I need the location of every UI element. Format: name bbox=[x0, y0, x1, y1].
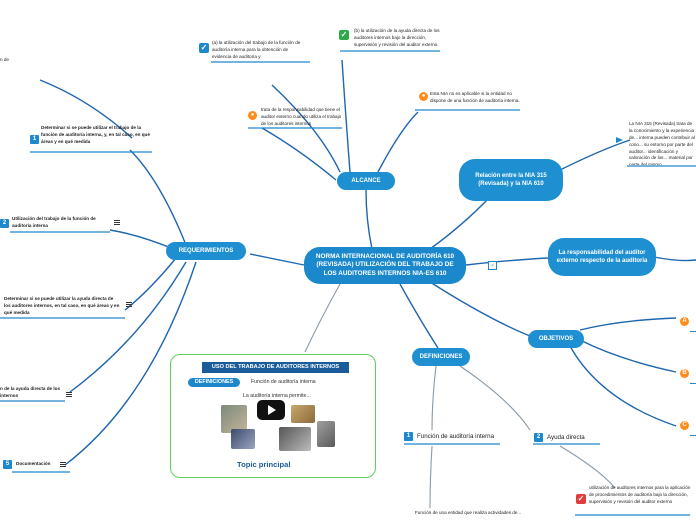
req-4-text: n de la ayuda directa de los internos bbox=[0, 386, 60, 398]
video-card-pill: DEFINICIONES bbox=[188, 378, 240, 387]
video-card-topic: Topic principal bbox=[237, 460, 291, 469]
check-icon: ✓ bbox=[339, 30, 349, 40]
alcance-note-c: Esta NIA no es aplicable si la entidad n… bbox=[430, 91, 520, 103]
branch-definiciones[interactable]: DEFINICIONES bbox=[412, 348, 470, 366]
link-responsabilidad bbox=[465, 257, 549, 266]
branch-alcance[interactable]: ALCANCE bbox=[337, 172, 395, 190]
video-card[interactable]: USO DEL TRABAJO DE AUDITORES INTERNOS DE… bbox=[170, 354, 376, 478]
objetivo-a-underline bbox=[690, 331, 696, 332]
relacion-note: La NIA 315 (Revisada) trata de la conoci… bbox=[629, 121, 695, 165]
branch-objetivos-label: OBJETIVOS bbox=[538, 335, 574, 342]
def-1-number: 1 bbox=[404, 432, 413, 441]
alcance-note-b: (b) la utilización de la ayuda directa d… bbox=[354, 28, 440, 47]
branch-responsabilidad-label: La responsabilidad del auditor externo r… bbox=[556, 249, 648, 264]
bulb-icon: ● bbox=[248, 111, 257, 120]
notes-icon[interactable] bbox=[114, 220, 120, 225]
req-2-number: 2 bbox=[0, 219, 9, 228]
thumbnail-image bbox=[291, 405, 315, 423]
link-alcance-d bbox=[261, 127, 337, 181]
link-req-4 bbox=[69, 261, 187, 393]
def-1-detail: Función de una entidad que realiza activ… bbox=[415, 510, 522, 515]
link-def-1 bbox=[431, 365, 437, 431]
link-requerimientos bbox=[249, 253, 305, 266]
thumbnail-image bbox=[221, 405, 247, 433]
video-card-line1: Función de auditoría interna bbox=[251, 379, 316, 385]
branch-responsabilidad[interactable]: La responsabilidad del auditor externo r… bbox=[548, 238, 656, 276]
branch-definiciones-label: DEFINICIONES bbox=[419, 353, 463, 360]
def-2-label: Ayuda directa bbox=[547, 434, 585, 441]
link-def-2 bbox=[459, 365, 531, 431]
branch-alcance-label: ALCANCE bbox=[351, 177, 381, 184]
alcance-note-a: (a) la utilización del trabajo de la fun… bbox=[212, 40, 301, 59]
link-objetivos bbox=[429, 281, 531, 337]
req-1-text: Determinar si se puede utilizar el traba… bbox=[41, 125, 150, 144]
objetivo-a-icon: A bbox=[680, 317, 689, 326]
branch-relacion-label: Relación entre la NIA 315 (Revisada) y l… bbox=[475, 172, 547, 187]
objetivo-b-underline bbox=[690, 383, 696, 384]
link-alcance-a bbox=[271, 84, 341, 173]
link-resp-right bbox=[653, 256, 696, 262]
link-def-1-detail bbox=[429, 445, 433, 509]
notes-icon[interactable] bbox=[126, 302, 132, 307]
branch-requerimientos-label: REQUERIMIENTOS bbox=[178, 247, 234, 254]
link-req-3 bbox=[124, 257, 177, 311]
flag-icon bbox=[616, 137, 623, 143]
check-icon: ✓ bbox=[199, 43, 209, 53]
link-req-1 bbox=[129, 149, 187, 246]
link-obj-a bbox=[579, 317, 677, 331]
req-5-text: Documentación bbox=[16, 461, 51, 466]
objetivo-b-icon: B bbox=[680, 369, 689, 378]
central-collapse-icon[interactable]: - bbox=[488, 261, 497, 270]
def-2-number: 2 bbox=[534, 433, 543, 442]
link-alcance-b bbox=[341, 59, 351, 173]
def-1-label: Función de auditoría interna bbox=[417, 433, 495, 440]
notes-icon[interactable] bbox=[60, 462, 66, 467]
central-topic[interactable]: NORMA INTERNACIONAL DE AUDITORÍA 610 (RE… bbox=[304, 247, 466, 284]
branch-requerimientos[interactable]: REQUERIMIENTOS bbox=[166, 242, 246, 260]
video-card-header: USO DEL TRABAJO DE AUDITORES INTERNOS bbox=[202, 362, 349, 373]
link-def-2-detail bbox=[559, 445, 616, 489]
link-obj-b bbox=[579, 339, 677, 373]
link-relacion-note bbox=[555, 139, 631, 173]
branch-objetivos[interactable]: OBJETIVOS bbox=[528, 330, 584, 348]
central-topic-label: NORMA INTERNACIONAL DE AUDITORÍA 610 (RE… bbox=[315, 252, 455, 277]
def-2-detail: utilización de auditores internos para l… bbox=[589, 485, 691, 504]
check-icon: ✓ bbox=[576, 494, 586, 504]
play-icon[interactable] bbox=[257, 400, 285, 420]
branch-relacion[interactable]: Relación entre la NIA 315 (Revisada) y l… bbox=[459, 159, 563, 201]
link-obj-c bbox=[569, 345, 677, 427]
objetivo-c-icon: C bbox=[680, 421, 689, 430]
bulb-icon: ● bbox=[419, 92, 428, 101]
req-1-number: 1 bbox=[30, 135, 39, 144]
link-req-1b bbox=[39, 79, 133, 139]
objetivo-c-underline bbox=[690, 435, 696, 436]
thumbnail-image bbox=[279, 427, 311, 451]
notes-icon[interactable] bbox=[66, 392, 72, 397]
link-alcance bbox=[365, 189, 373, 250]
req-5-number: 5 bbox=[3, 460, 12, 469]
thumbnail-image bbox=[231, 429, 255, 449]
req-2-text: Utilización del trabajo de la función de… bbox=[12, 216, 96, 228]
video-card-line2: La auditoría interna permite... bbox=[243, 393, 311, 399]
link-definiciones bbox=[399, 283, 439, 349]
req-3-text: Determinar si se puede utilizar la ayuda… bbox=[4, 296, 120, 315]
alcance-note-d: trata de la responsabilidad que tiene el… bbox=[261, 107, 342, 126]
link-central-card bbox=[304, 283, 341, 353]
link-req-5 bbox=[64, 261, 197, 466]
thumbnail-image bbox=[317, 421, 335, 447]
req-1-partial: n de bbox=[0, 57, 9, 62]
link-alcance-c bbox=[377, 111, 419, 173]
